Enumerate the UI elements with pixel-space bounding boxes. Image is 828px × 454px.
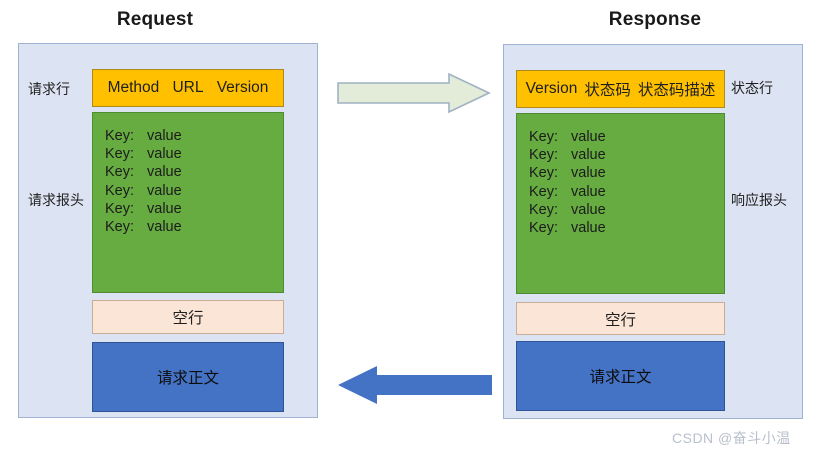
header-row: Key: value: [105, 218, 283, 236]
response-title: Response: [608, 9, 702, 30]
header-value: value: [571, 165, 606, 182]
header-value: value: [571, 147, 606, 164]
request-blank-line-box: 空行: [92, 300, 284, 334]
header-row: Key: value: [105, 182, 283, 200]
header-value: value: [147, 219, 182, 236]
response-blank-line-box: 空行: [516, 302, 725, 335]
header-key: Key:: [105, 200, 135, 217]
header-value: value: [571, 201, 606, 218]
header-key: Key:: [105, 182, 135, 199]
header-key: Key:: [105, 146, 135, 163]
header-value: value: [571, 129, 606, 145]
request-body-box: 请求正文: [92, 342, 284, 412]
header-row: Key: value: [529, 128, 724, 146]
header-value: value: [147, 182, 182, 199]
header-value: value: [147, 146, 182, 163]
header-key: Key:: [529, 129, 559, 145]
arrow-right-icon: [336, 72, 492, 114]
header-row: Key: value: [105, 163, 283, 181]
arrow-left-icon: [336, 362, 494, 408]
request-headers-label: 请求报头: [28, 192, 84, 208]
header-value: value: [147, 200, 182, 217]
header-key: Key:: [529, 165, 559, 182]
header-value: value: [571, 183, 606, 200]
request-method-text: Method: [107, 79, 160, 96]
header-key: Key:: [529, 220, 559, 237]
response-headers-box: Key:value Key:value Key:value Key:value …: [516, 113, 725, 294]
header-row: Key: value: [105, 145, 283, 163]
header-row: Key: value: [105, 127, 283, 145]
response-body-box: 请求正文: [516, 341, 725, 411]
header-row: Key: value: [529, 164, 724, 182]
status-line-label: 状态行: [731, 80, 773, 96]
header-row: Key: value: [529, 183, 724, 201]
header-value: value: [147, 128, 182, 144]
request-title: Request: [116, 9, 194, 30]
header-value: value: [147, 164, 182, 181]
response-version-text: Version: [525, 80, 578, 97]
header-key: Key:: [105, 219, 135, 236]
response-status-line-box: Version 状态码 状态码描述: [516, 70, 725, 108]
request-headers-box: Key:value Key:value Key:value Key:value …: [92, 112, 284, 293]
request-version-text: Version: [216, 79, 269, 96]
header-value: value: [571, 220, 606, 237]
header-key: Key:: [105, 128, 135, 144]
header-key: Key:: [105, 164, 135, 181]
watermark-text: CSDN @奋斗小温: [672, 430, 791, 446]
request-line-label: 请求行: [28, 81, 70, 97]
header-row: Key: value: [105, 200, 283, 218]
header-row: Key: value: [529, 219, 724, 237]
response-status-text-text: 状态码描述: [637, 82, 716, 99]
header-key: Key:: [529, 183, 559, 200]
header-key: Key:: [529, 201, 559, 218]
response-headers-label: 响应报头: [731, 192, 787, 208]
request-url-text: URL: [172, 79, 204, 96]
header-row: Key: value: [529, 201, 724, 219]
header-row: Key: value: [529, 146, 724, 164]
request-start-line-box: Method URL Version: [92, 69, 284, 107]
header-key: Key:: [529, 147, 559, 164]
response-status-code-text: 状态码: [584, 82, 631, 99]
